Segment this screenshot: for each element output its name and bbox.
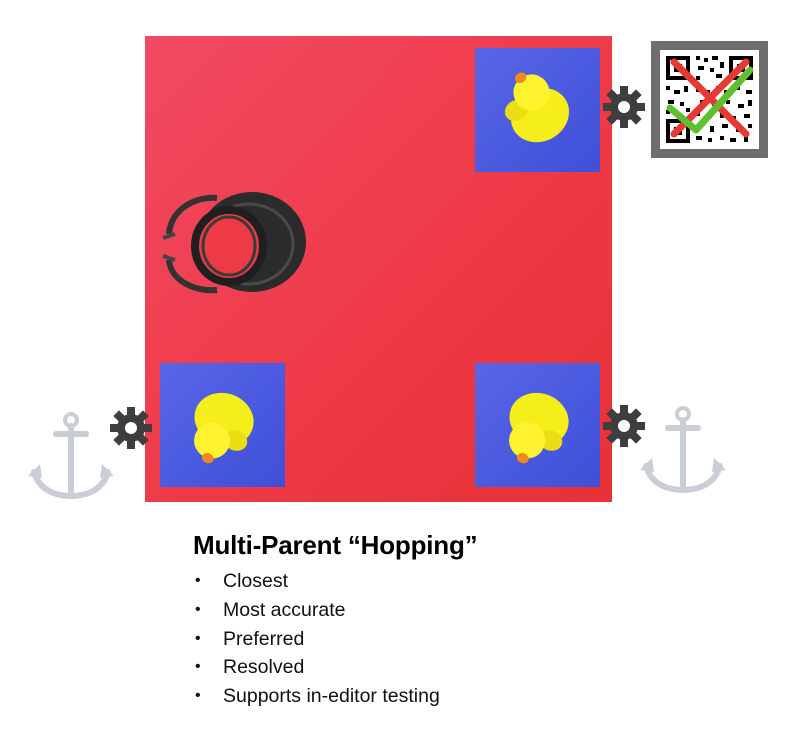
gear-icon (603, 86, 645, 128)
list-item: • Preferred (193, 625, 477, 654)
tile-top-right (475, 48, 600, 172)
gear-icon (110, 407, 152, 449)
list-item-label: Most accurate (223, 598, 346, 621)
list-item: • Closest (193, 567, 477, 596)
feature-list: • Closest • Most accurate • Preferred • Reso… (193, 567, 477, 711)
bullet-icon: • (195, 600, 201, 618)
list-item: • Resolved (193, 653, 477, 682)
bullet-icon: • (195, 572, 201, 589)
anchor-icon (640, 406, 726, 494)
list-item-label: Preferred (223, 627, 305, 650)
caption-block: Multi-Parent “Hopping” • Closest • Most ac… (193, 530, 478, 711)
bullet-icon: • (195, 629, 201, 647)
mixed-reality-headset-icon (157, 188, 307, 300)
rubber-duck-icon (509, 392, 569, 464)
tile-bottom-left (160, 363, 285, 487)
tile-bottom-right (475, 363, 600, 487)
rubber-duck-icon (194, 392, 254, 464)
list-item: • Most accurate (193, 596, 477, 625)
gear-icon (603, 405, 645, 447)
list-item-label: Closest (223, 570, 289, 592)
bullet-icon: • (195, 658, 201, 676)
bullet-icon: • (195, 687, 201, 705)
list-item-label: Resolved (223, 656, 305, 679)
green-check-icon (666, 66, 754, 134)
list-item: • Supports in-editor testing (193, 682, 477, 711)
rubber-duck-icon (504, 72, 570, 143)
list-item-label: Supports in-editor testing (223, 685, 440, 708)
caption-title: Multi-Parent “Hopping” (193, 530, 478, 560)
anchor-icon (28, 412, 114, 500)
qr-code-marker (651, 41, 768, 158)
